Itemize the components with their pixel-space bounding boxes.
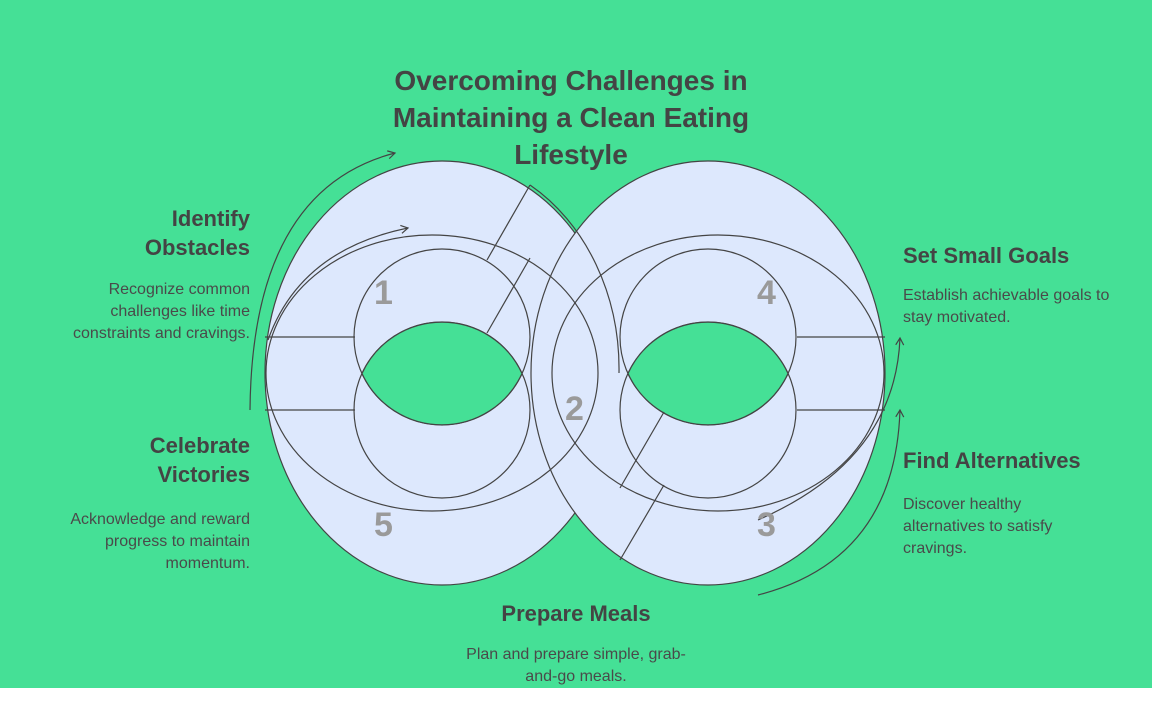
step-number-3: 3 bbox=[757, 506, 776, 544]
diagram-title: Overcoming Challenges in Maintaining a C… bbox=[392, 65, 750, 170]
step-heading-identify-obstacles: Identify Obstacles bbox=[144, 206, 250, 260]
diagram-canvas: Overcoming Challenges in Maintaining a C… bbox=[0, 0, 1152, 688]
step-description-set-small-goals: Establish achievable goals to stay motiv… bbox=[903, 287, 1110, 326]
step-description-find-alternatives: Discover healthy alternatives to satisfy… bbox=[903, 496, 1053, 557]
step-heading-set-small-goals: Set Small Goals bbox=[903, 243, 1070, 268]
divider bbox=[619, 411, 665, 489]
cycle-arrow-icon bbox=[249, 150, 397, 411]
divider bbox=[619, 484, 665, 561]
right-middle-ring bbox=[551, 234, 885, 512]
step-description-prepare-meals: Plan and prepare simple, grab-and-go mea… bbox=[466, 646, 686, 685]
step-description-identify-obstacles: Recognize common challenges like time co… bbox=[73, 281, 250, 342]
left-outer-arc-overlay bbox=[529, 184, 620, 374]
step-number-2: 2 bbox=[565, 390, 584, 428]
left-middle-ring bbox=[265, 234, 599, 512]
right-center-hole bbox=[627, 321, 789, 426]
infinity-loop-diagram bbox=[249, 150, 905, 596]
step-heading-celebrate-victories: Celebrate Victories bbox=[149, 433, 250, 487]
divider bbox=[486, 184, 531, 261]
step-number-1: 1 bbox=[374, 274, 393, 312]
divider bbox=[486, 257, 531, 334]
step-description-celebrate-victories: Acknowledge and reward progress to maint… bbox=[70, 511, 250, 572]
step-heading-prepare-meals: Prepare Meals bbox=[501, 601, 651, 626]
cycle-arrow-icon bbox=[267, 224, 410, 341]
step-number-4: 4 bbox=[757, 274, 776, 312]
left-center-hole bbox=[361, 321, 523, 426]
step-heading-find-alternatives: Find Alternatives bbox=[903, 448, 1081, 473]
cycle-arrow-icon bbox=[757, 336, 905, 521]
cycle-arrow-icon bbox=[757, 408, 905, 596]
step-number-5: 5 bbox=[374, 506, 393, 544]
